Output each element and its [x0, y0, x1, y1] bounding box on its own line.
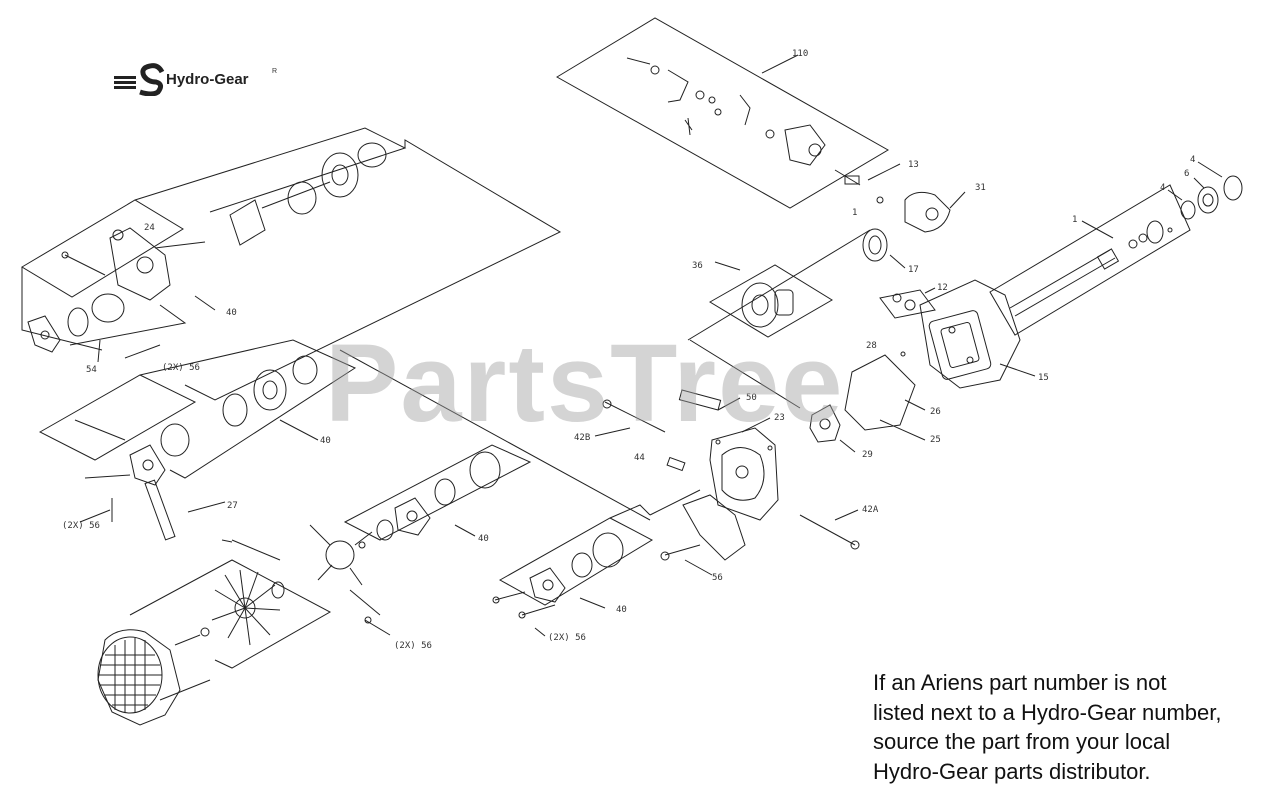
- callout-42a: 42A: [862, 505, 879, 515]
- callout-28: 28: [866, 341, 877, 351]
- input-shaft: [1009, 220, 1173, 317]
- callout-29: 29: [862, 450, 873, 460]
- linkage-group-frame: [556, 17, 889, 209]
- cooling-fan: [211, 569, 281, 646]
- part-15-center-housing: [919, 279, 1021, 389]
- upper-frame-1: [21, 199, 184, 298]
- callout-40b: 40: [320, 436, 331, 446]
- part-44-clip: [666, 456, 686, 472]
- callout-4a: 4: [1160, 183, 1165, 193]
- callout-42b: 42B: [574, 433, 590, 443]
- part-29-washer: [809, 404, 841, 443]
- callout-15: 15: [1038, 373, 1049, 383]
- note-line-1: If an Ariens part number is not: [873, 670, 1167, 695]
- callout-27: 27: [227, 501, 238, 511]
- middle-pump-parts: [74, 355, 318, 541]
- fan-guard: [97, 629, 181, 726]
- callout-36: 36: [692, 261, 703, 271]
- callout-labels: 110 13 1 31 17 36 12 28 15 26 25 29 50 2…: [62, 49, 1195, 651]
- callout-40c: 40: [478, 534, 489, 544]
- part-36-frame: [709, 264, 833, 338]
- part-50-pin: [678, 389, 722, 411]
- part-42b-bolt: [602, 399, 666, 433]
- part-31-housing: [876, 191, 966, 233]
- note-line-4: Hydro-Gear parts distributor.: [873, 758, 1151, 784]
- callout-12: 12: [937, 283, 948, 293]
- callout-50: 50: [746, 393, 757, 403]
- callout-13: 13: [908, 160, 919, 170]
- upper-pump-parts: [27, 142, 387, 359]
- part-26-gasket: [844, 354, 916, 431]
- part-23-end-cap: [709, 427, 779, 521]
- fan-frame: [129, 559, 332, 669]
- part-17-seal: [862, 228, 888, 262]
- callout-23: 23: [774, 413, 785, 423]
- callout-1: 1: [852, 208, 857, 218]
- callout-40a: 40: [226, 308, 237, 318]
- note-line-2: listed next to a Hydro-Gear number,: [873, 699, 1222, 725]
- lower-frame: [343, 444, 532, 541]
- brand-name: Hydro-Gear: [166, 71, 249, 88]
- lower-pump-parts: [358, 451, 501, 549]
- callout-2x56d: (2X) 56: [548, 633, 586, 643]
- registered-mark: R: [272, 68, 278, 75]
- callout-44: 44: [634, 453, 645, 463]
- callout-110: 110: [792, 49, 808, 59]
- hydro-gear-logo: Hydro-Gear R: [112, 62, 282, 97]
- callout-40d: 40: [616, 605, 627, 615]
- lower-right-pump-parts: [492, 532, 624, 619]
- callout-56: 56: [712, 573, 723, 583]
- linkage-parts: [626, 57, 861, 186]
- callout-24: 24: [144, 223, 155, 233]
- callout-1b: 1: [1072, 215, 1077, 225]
- lower-right-frame: [498, 517, 654, 606]
- callout-25: 25: [930, 435, 941, 445]
- note-line-3: source the part from your local: [873, 729, 1171, 754]
- callout-2x56a: (2X) 56: [162, 363, 200, 373]
- callout-2x56b: (2X) 56: [62, 521, 100, 531]
- callout-54: 54: [86, 365, 97, 375]
- part-36-cylinder-block: [741, 282, 794, 328]
- callout-2x56c: (2X) 56: [394, 641, 432, 651]
- hydro-gear-logo-icon: [114, 63, 165, 97]
- part-56-bolt: [660, 544, 701, 561]
- part-4-ring-b: [1223, 175, 1243, 201]
- callout-6: 6: [1184, 169, 1189, 179]
- callout-4b: 4: [1190, 155, 1195, 165]
- part-6-bearing: [1197, 186, 1219, 214]
- callout-26: 26: [930, 407, 941, 417]
- shaft-assembly-frame: [989, 184, 1191, 336]
- middle-frame: [38, 374, 197, 461]
- callout-31: 31: [975, 183, 986, 193]
- callout-17: 17: [908, 265, 919, 275]
- sourcing-note: If an Ariens part number is not listed n…: [873, 668, 1273, 786]
- part-4-ring-a: [1180, 200, 1196, 220]
- trunnion-arm: [309, 524, 373, 586]
- bracket: [682, 494, 746, 561]
- part-42a-bolt: [799, 514, 860, 550]
